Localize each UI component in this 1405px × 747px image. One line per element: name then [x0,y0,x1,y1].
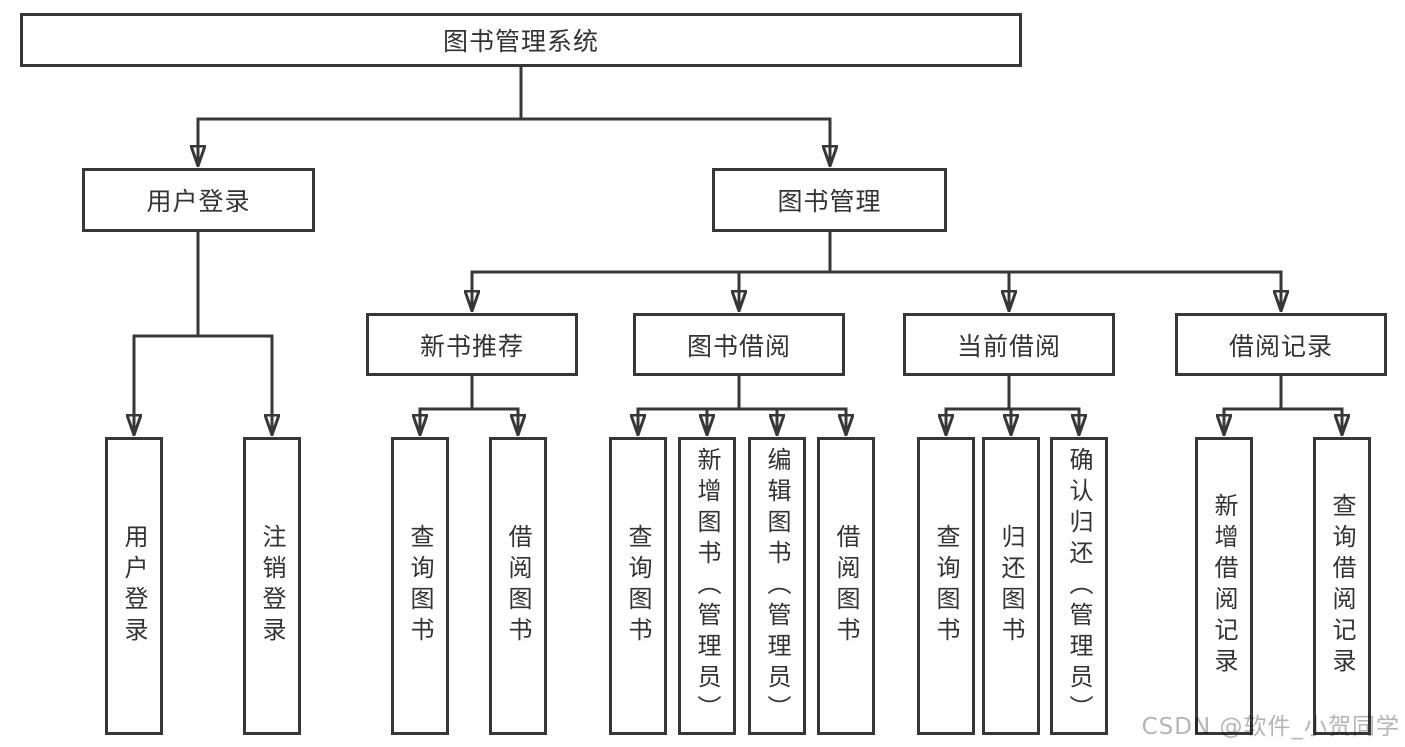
leaf-bb-borrow-books-label: 借阅图书 [832,524,860,648]
node-new-book-recommend: 新书推荐 [366,313,578,376]
node-book-borrow: 图书借阅 [633,313,845,376]
edge-ns-query-books [420,376,474,435]
leaf-cb-confirm-return-admin-label: 确认归还（管理员） [1065,446,1093,726]
leaf-ns-borrow-books: 借阅图书 [489,437,547,735]
leaf-ns-borrow-books-label: 借阅图书 [504,524,532,648]
leaf-bb-query-books-label: 查询图书 [624,524,652,648]
edge-bb-add-books [707,376,741,435]
leaf-ns-query-books-label: 查询图书 [406,524,434,648]
edge-root-book-management [519,67,830,166]
leaf-bb-borrow-books: 借阅图书 [817,437,875,735]
leaf-bb-edit-books-admin-label: 编辑图书（管理员） [763,446,791,726]
leaf-user-login: 用户登录 [105,437,163,735]
edge-user-login-leaf-login [134,232,200,435]
leaf-br-add-record: 新增借阅记录 [1195,437,1253,735]
node-book-management: 图书管理 [712,168,947,232]
edge-ns-borrow-books [470,376,518,435]
leaf-bb-add-books-admin-label: 新增图书（管理员） [693,446,721,726]
leaf-br-query-record: 查询借阅记录 [1313,437,1371,735]
edge-bb-borrow-books [737,376,846,435]
edge-br-add-record [1224,376,1283,435]
leaf-br-query-record-label: 查询借阅记录 [1328,493,1356,679]
node-user-login: 用户登录 [82,168,315,232]
edge-book-borrow-records [828,232,1281,311]
leaf-bb-query-books: 查询图书 [609,437,667,735]
edge-root-user-login [198,67,523,166]
node-library-system: 图书管理系统 [20,13,1022,67]
node-borrow-records: 借阅记录 [1175,313,1387,376]
leaf-br-add-record-label: 新增借阅记录 [1210,493,1238,679]
leaf-cb-query-books: 查询图书 [917,437,975,735]
leaf-logout: 注销登录 [243,437,301,735]
leaf-bb-add-books-admin: 新增图书（管理员） [678,437,736,735]
leaf-cb-query-books-label: 查询图书 [932,524,960,648]
edge-book-book-borrow [739,232,832,311]
leaf-cb-confirm-return-admin: 确认归还（管理员） [1050,437,1108,735]
leaf-ns-query-books: 查询图书 [391,437,449,735]
node-current-borrow: 当前借阅 [903,313,1115,376]
watermark: CSDN @软件_小贺同学 [1141,714,1400,740]
edge-bb-edit-books [737,376,777,435]
leaf-user-login-label: 用户登录 [120,524,148,648]
leaf-cb-return-books-label: 归还图书 [997,524,1025,648]
edge-cb-query-books [946,376,1011,435]
edge-bb-query-books [638,376,741,435]
edge-user-login-leaf-logout [196,232,272,435]
leaf-bb-edit-books-admin: 编辑图书（管理员） [748,437,806,735]
leaf-cb-return-books: 归还图书 [982,437,1040,735]
edge-br-query-record [1279,376,1342,435]
leaf-logout-label: 注销登录 [258,524,286,648]
edge-cb-confirm-return [1007,376,1079,435]
